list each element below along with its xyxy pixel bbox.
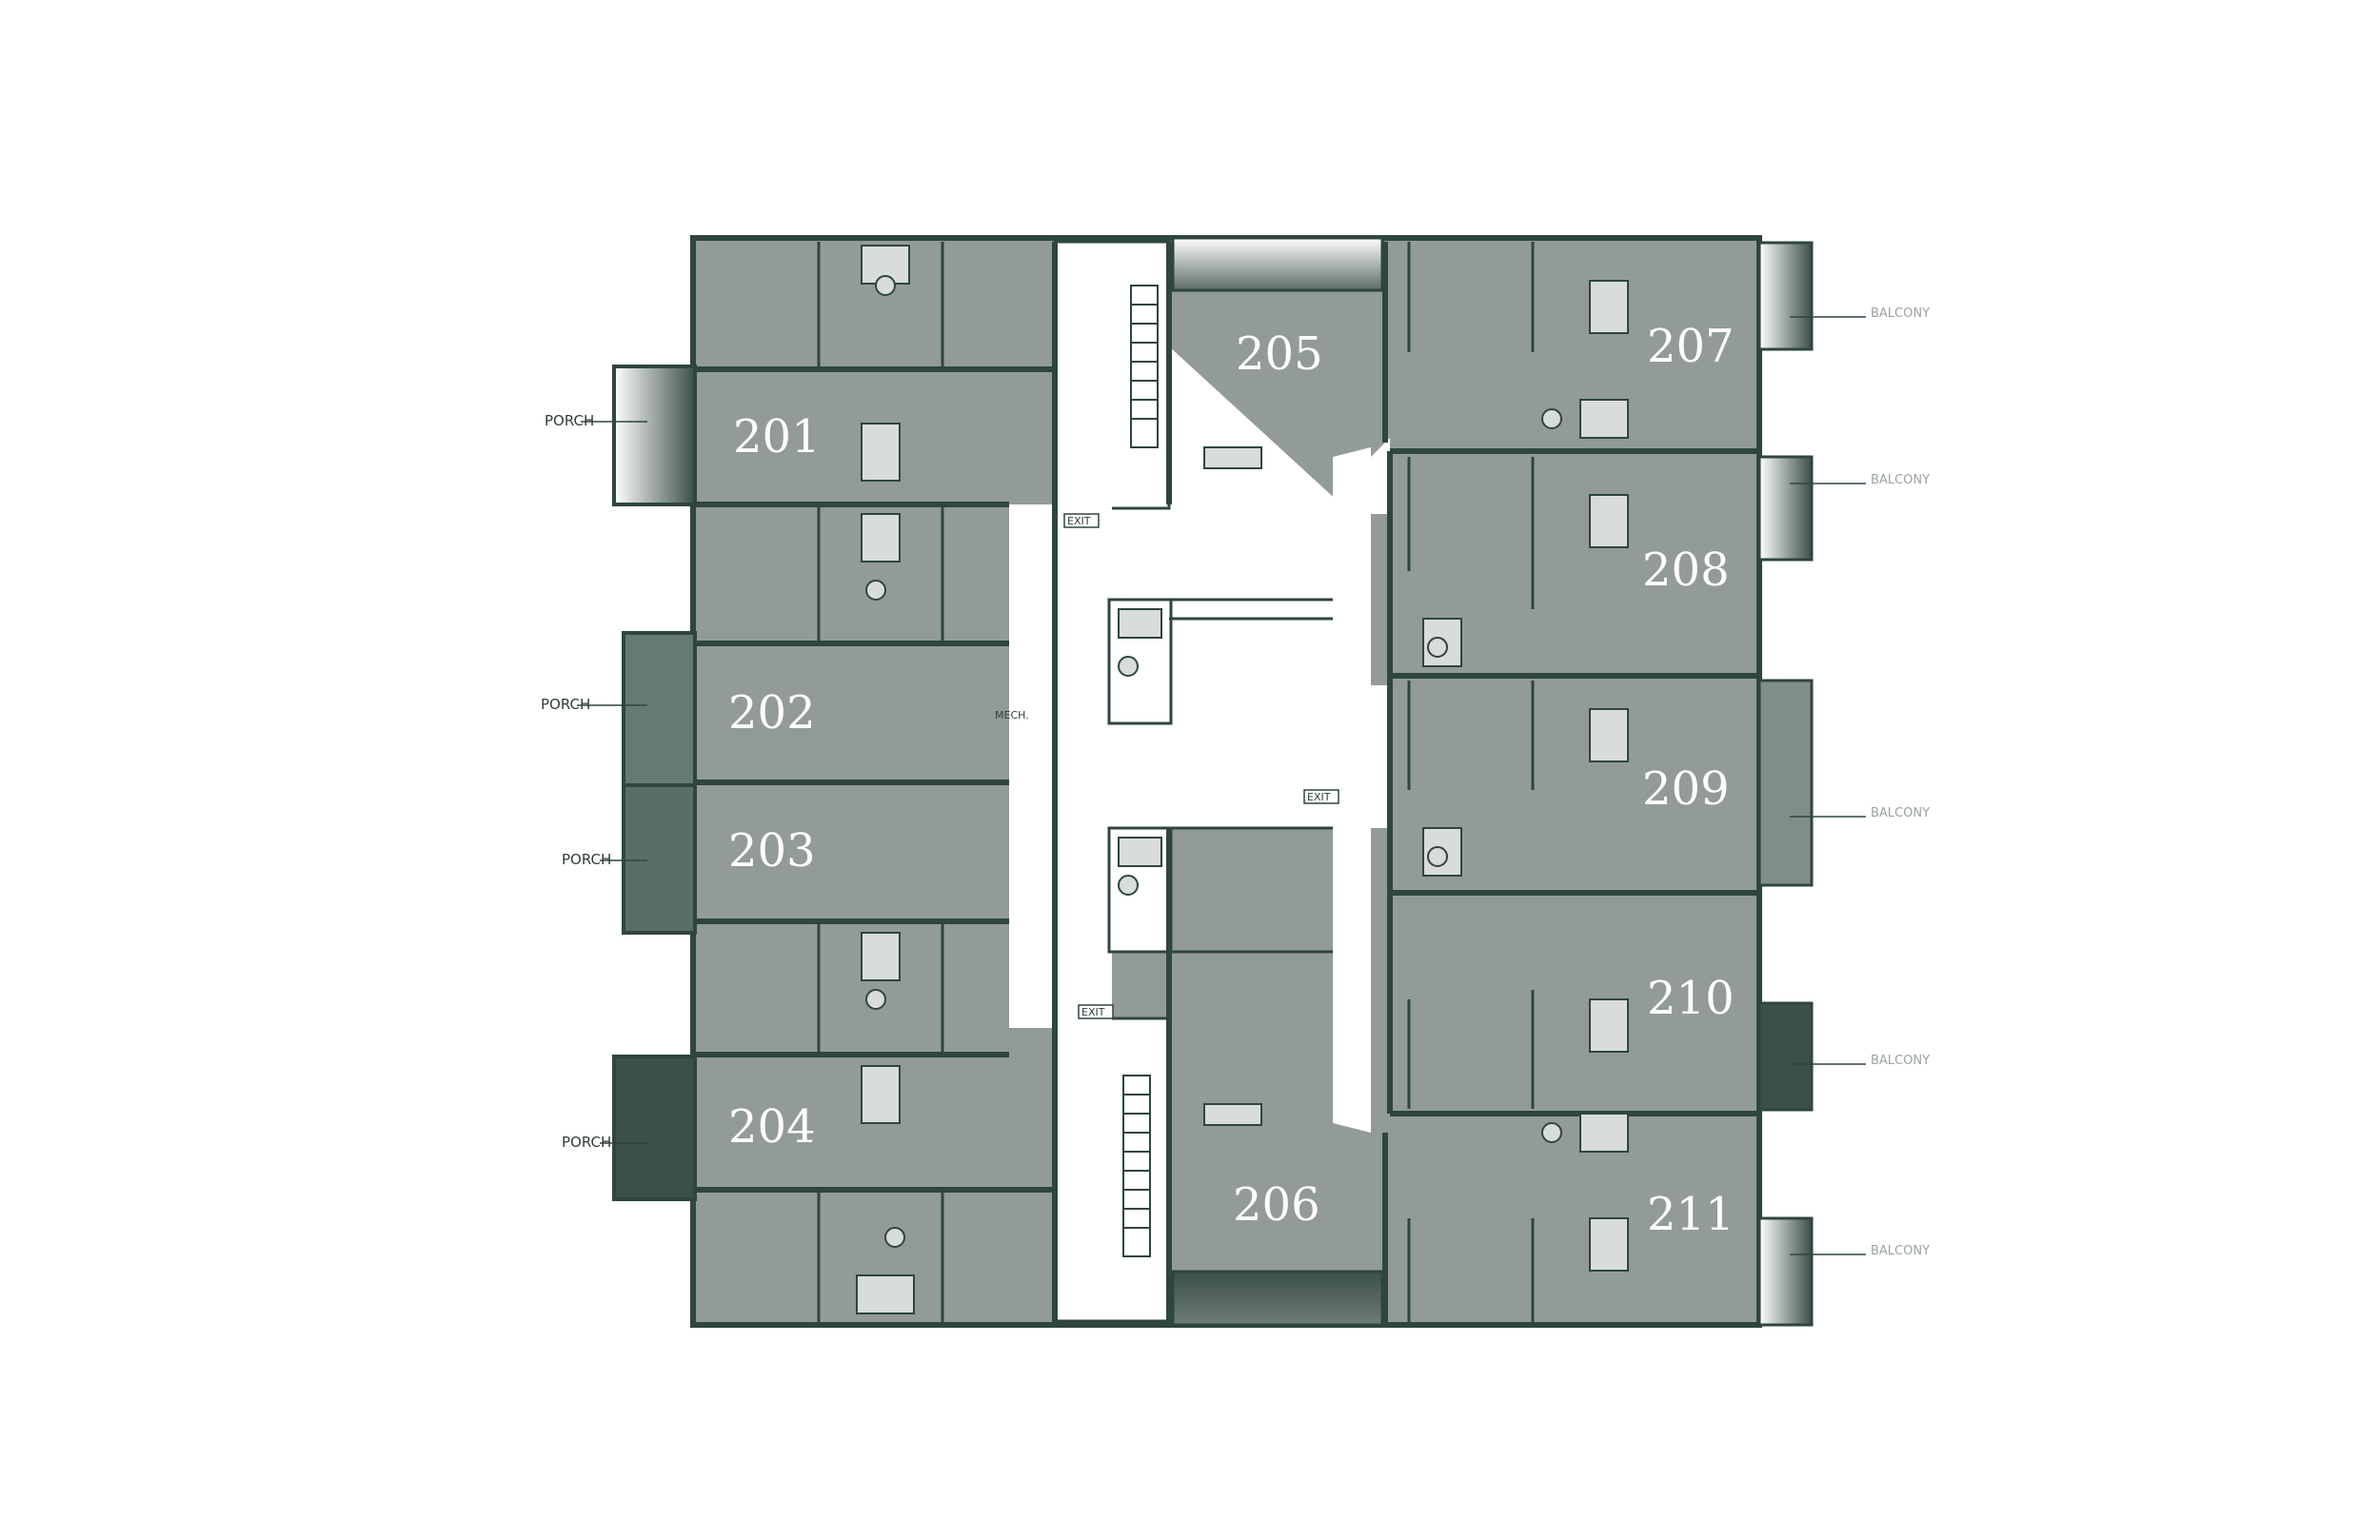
unit-204: 204: [728, 1100, 816, 1154]
exit-sign-bottom: EXIT: [1081, 1006, 1105, 1018]
porch-202: [622, 631, 697, 787]
stair-bottom: [1122, 1075, 1151, 1257]
balcony-210: [1757, 1001, 1814, 1112]
unit-209: 209: [1642, 762, 1730, 816]
porch-label-203: PORCH: [562, 851, 611, 868]
unit-labels: 201 202 203 204 205 206 207 208 209 210 …: [728, 320, 1735, 1241]
unit-203: 203: [728, 824, 816, 878]
porch-label-202: PORCH: [541, 696, 590, 713]
balcony-209: [1757, 679, 1814, 887]
unit-208: 208: [1642, 543, 1730, 597]
unit-202: 202: [728, 686, 816, 740]
unit-205: 205: [1236, 327, 1323, 381]
stair-top: [1130, 285, 1159, 448]
porch-203: [622, 783, 697, 935]
mech-label: MECH.: [995, 709, 1029, 721]
unit-207: 207: [1647, 320, 1735, 373]
porch-201: [612, 365, 697, 506]
balcony-labels: BALCONY BALCONY BALCONY BALCONY BALCONY: [1790, 306, 1930, 1258]
porch-204: [612, 1055, 697, 1201]
balcony-211: [1757, 1216, 1814, 1327]
balcony-207: [1757, 241, 1814, 351]
balcony-label-209: BALCONY: [1871, 806, 1930, 820]
balcony-label-211: BALCONY: [1871, 1244, 1930, 1258]
unit-walls: [693, 242, 1759, 1323]
balcony-208: [1757, 455, 1814, 562]
unit-211: 211: [1647, 1188, 1735, 1241]
exit-sign-center: EXIT: [1307, 791, 1331, 803]
balcony-205: [1171, 236, 1384, 292]
interior-walls: [817, 242, 1535, 1323]
porch-label-201: PORCH: [545, 412, 594, 429]
balcony-206: [1171, 1270, 1384, 1327]
exit-signs: EXIT EXIT EXIT: [1063, 513, 1339, 1019]
corridors: [1009, 240, 1390, 1323]
unit-206: 206: [1233, 1178, 1320, 1232]
unit-201: 201: [733, 410, 821, 464]
balcony-label-207: BALCONY: [1871, 306, 1930, 321]
balcony-label-208: BALCONY: [1871, 473, 1930, 487]
exit-sign-top: EXIT: [1067, 515, 1091, 527]
porch-labels: PORCH PORCH PORCH PORCH: [541, 412, 647, 1151]
fixtures: [856, 245, 1629, 1314]
porch-label-204: PORCH: [562, 1134, 611, 1151]
unit-210: 210: [1647, 972, 1735, 1025]
balcony-label-210: BALCONY: [1871, 1054, 1930, 1068]
